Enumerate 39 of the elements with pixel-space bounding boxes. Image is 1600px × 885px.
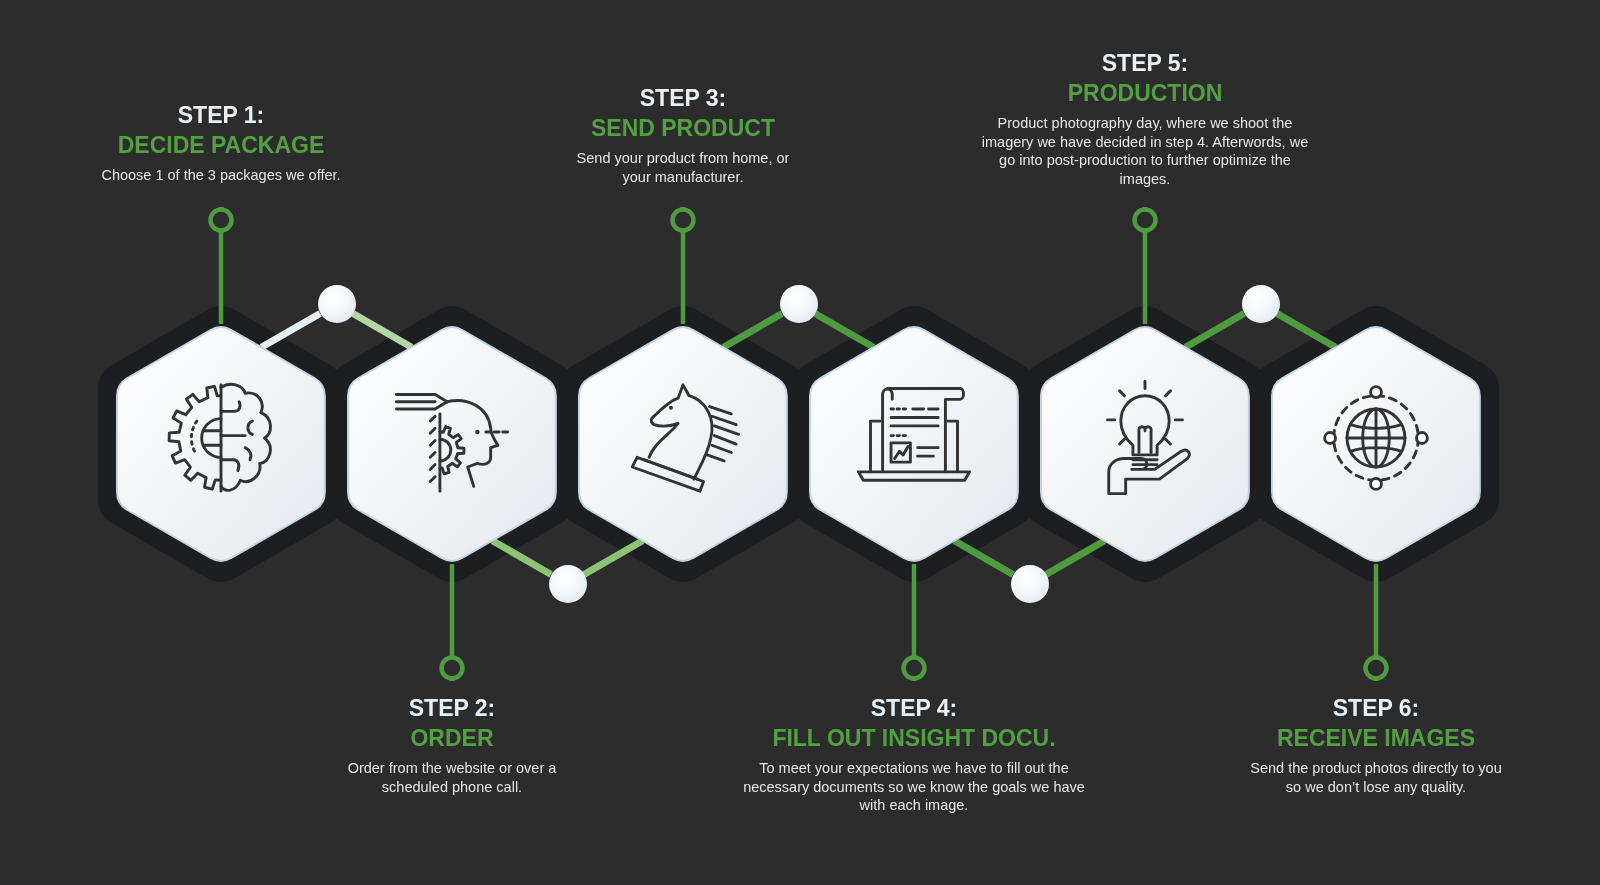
leader-line [901, 564, 927, 681]
junction-dot [548, 565, 587, 603]
step-heading: STEP 1: [177, 101, 265, 130]
step-heading: STEP 6: [1332, 694, 1420, 723]
step-description: Order from the website or over a scheduled phone call. [346, 759, 558, 796]
step-description: Send your product from home, or your manufacturer. [575, 149, 791, 186]
leader-line [208, 207, 234, 324]
junction-dot [1241, 285, 1280, 323]
leader-line [1363, 564, 1389, 681]
connector-line [1183, 310, 1246, 351]
step-heading: STEP 3: [639, 84, 727, 113]
step-heading: STEP 2: [408, 694, 496, 723]
step-heading: STEP 4: [870, 694, 958, 723]
step-heading: STEP 5: [1101, 49, 1189, 78]
connector-line [1044, 537, 1107, 578]
step-title: RECEIVE IMAGES [1276, 724, 1476, 753]
connector-line [582, 537, 645, 578]
junction-dot [317, 285, 356, 323]
connector-line [351, 310, 414, 351]
step-title: FILL OUT INSIGHT DOCU. [772, 724, 1056, 753]
connector-line [259, 310, 322, 351]
junction-dot [779, 285, 818, 323]
connector-line [813, 310, 876, 351]
connector-line [952, 537, 1015, 578]
step-description: To meet your expectations we have to fill out the necessary documents so we know the goals we have with each image. [742, 759, 1086, 815]
connector-line [1275, 310, 1338, 351]
step-description: Send the product photos directly to you so we don’t lose any quality. [1249, 759, 1503, 796]
leader-line [1132, 207, 1158, 324]
step-title: PRODUCTION [1067, 79, 1223, 108]
step-description: Product photography day, where we shoot the imagery we have decided in step 4. Afterwords, we go into post-production to further optimize the images. [980, 114, 1310, 188]
connector-line [490, 537, 553, 578]
step-title: ORDER [410, 724, 494, 753]
junction-dot [1010, 565, 1049, 603]
connector-line [721, 310, 784, 351]
step-description: Choose 1 of the 3 packages we offer. [101, 166, 341, 185]
step-title: SEND PRODUCT [591, 114, 775, 143]
leader-line [670, 207, 696, 324]
step-title: DECIDE PACKAGE [117, 131, 325, 160]
leader-line [439, 564, 465, 681]
